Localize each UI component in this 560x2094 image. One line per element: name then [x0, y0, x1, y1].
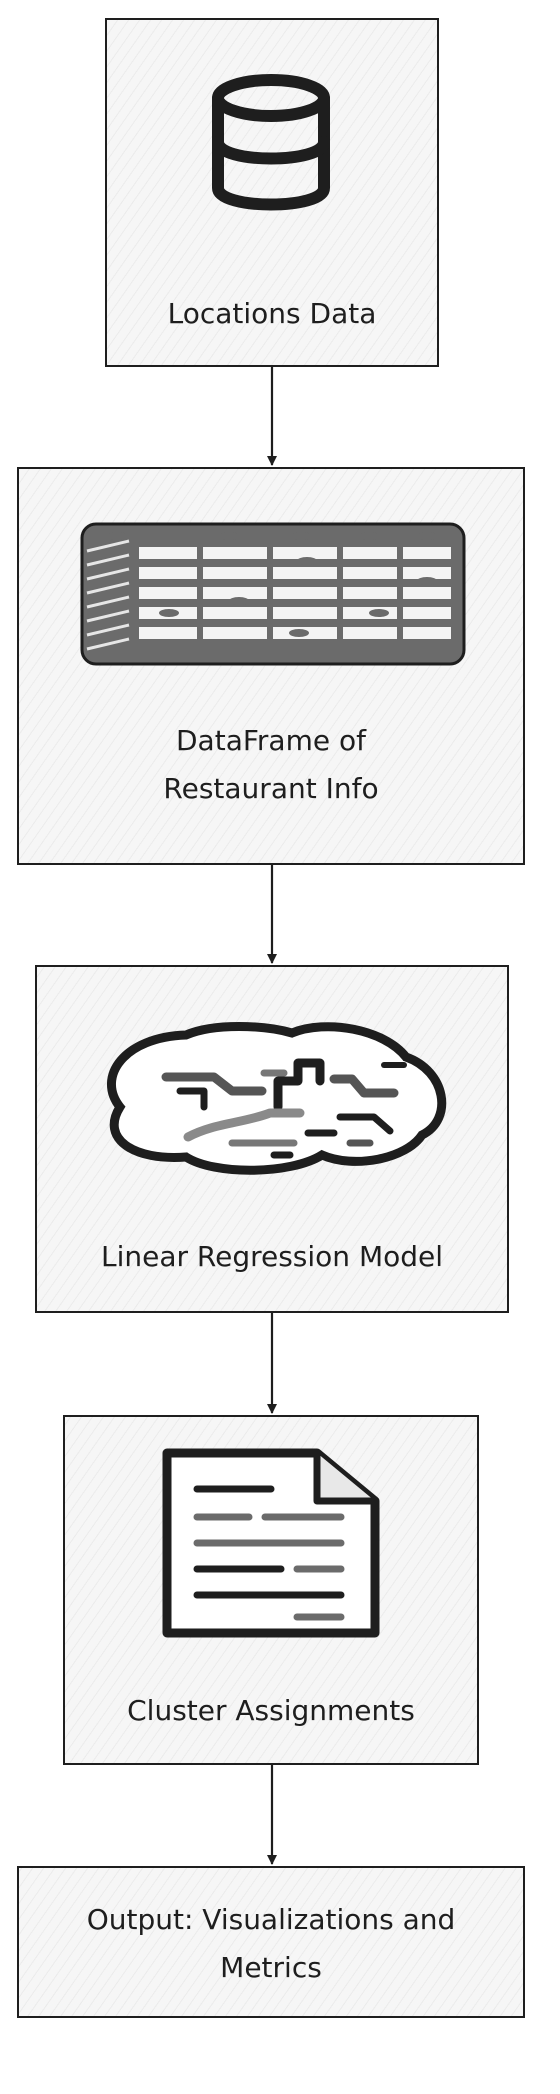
- brain-icon: [106, 1022, 447, 1175]
- node-label: Cluster Assignments: [127, 1694, 415, 1727]
- node-dataframe: DataFrame of Restaurant Info: [17, 467, 525, 865]
- node-output: Output: Visualizations and Metrics: [17, 1866, 525, 2018]
- table-icon: [80, 522, 466, 666]
- node-cluster-assignments: Cluster Assignments: [63, 1415, 479, 1765]
- database-icon: [212, 74, 330, 211]
- node-label: Output: Visualizations and: [86, 1903, 456, 1936]
- node-regression-model: Linear Regression Model: [35, 965, 509, 1313]
- document-icon: [162, 1448, 380, 1638]
- node-label: Restaurant Info: [163, 772, 379, 805]
- node-label: DataFrame of: [176, 724, 366, 757]
- node-label: Locations Data: [167, 297, 377, 330]
- node-label: Linear Regression Model: [100, 1240, 444, 1273]
- node-locations-data: Locations Data: [105, 18, 439, 367]
- node-label: Metrics: [220, 1951, 322, 1984]
